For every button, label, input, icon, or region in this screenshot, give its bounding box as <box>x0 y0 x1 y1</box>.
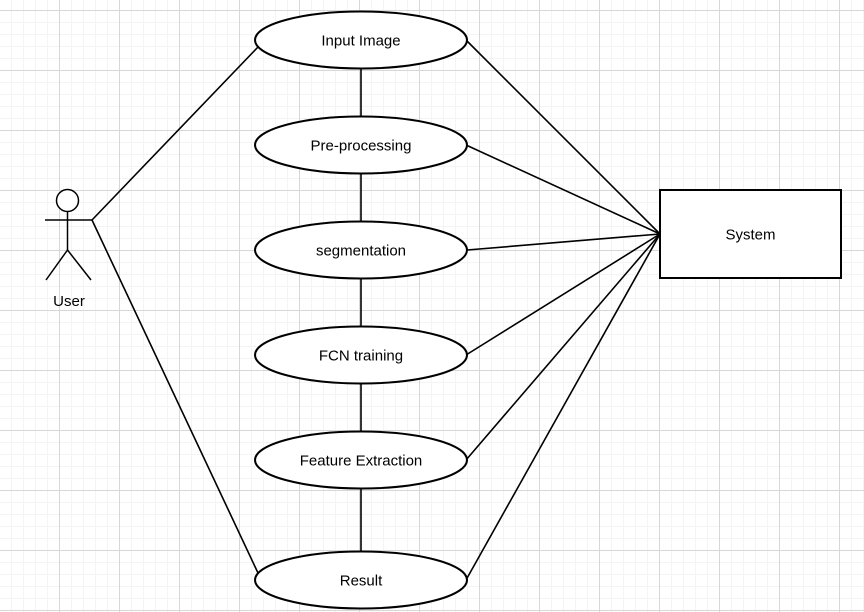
usecase-result-ellipse[interactable] <box>254 550 468 610</box>
edge-input-image-system[interactable] <box>465 39 661 235</box>
usecase-segmentation-ellipse[interactable] <box>254 220 468 280</box>
actor-user[interactable]: User <box>45 188 92 311</box>
usecase-result[interactable]: Result <box>254 550 468 610</box>
edge-pre-processing-system[interactable] <box>465 144 661 235</box>
usecase-pre-processing-label: Pre-processing <box>311 138 412 155</box>
actor-label: User <box>53 293 85 310</box>
usecase-segmentation-label: segmentation <box>316 243 406 260</box>
edge-user-input-image[interactable] <box>91 46 259 221</box>
edge-result-system[interactable] <box>465 233 661 581</box>
edge-segmentation-system[interactable] <box>466 233 661 251</box>
usecase-fcn-training-ellipse[interactable] <box>254 325 468 385</box>
edge-fcn-training-system[interactable] <box>465 233 661 356</box>
usecase-pre-processing[interactable]: Pre-processing <box>254 115 468 175</box>
usecase-fcn-training-label: FCN training <box>319 348 403 365</box>
system-box[interactable]: System <box>659 189 842 279</box>
usecase-fcn-training[interactable]: FCN training <box>254 325 468 385</box>
usecase-feature-extraction[interactable]: Feature Extraction <box>254 430 468 490</box>
usecase-result-label: Result <box>340 573 383 590</box>
system-box-rect[interactable] <box>659 189 842 279</box>
actor-left-leg <box>45 249 69 281</box>
edge-feature-extraction-system[interactable] <box>465 233 661 461</box>
actor-right-leg <box>66 249 92 281</box>
actor-head[interactable] <box>55 188 80 213</box>
usecase-feature-extraction-label: Feature Extraction <box>300 453 423 470</box>
usecase-input-image-label: Input Image <box>321 33 400 50</box>
usecase-segmentation[interactable]: segmentation <box>254 220 468 280</box>
edge-user-result[interactable] <box>91 219 259 574</box>
usecase-input-image[interactable]: Input Image <box>254 10 468 70</box>
usecase-input-image-ellipse[interactable] <box>254 10 468 70</box>
usecase-feature-extraction-ellipse[interactable] <box>254 430 468 490</box>
usecase-pre-processing-ellipse[interactable] <box>254 115 468 175</box>
system-box-label: System <box>725 227 775 244</box>
